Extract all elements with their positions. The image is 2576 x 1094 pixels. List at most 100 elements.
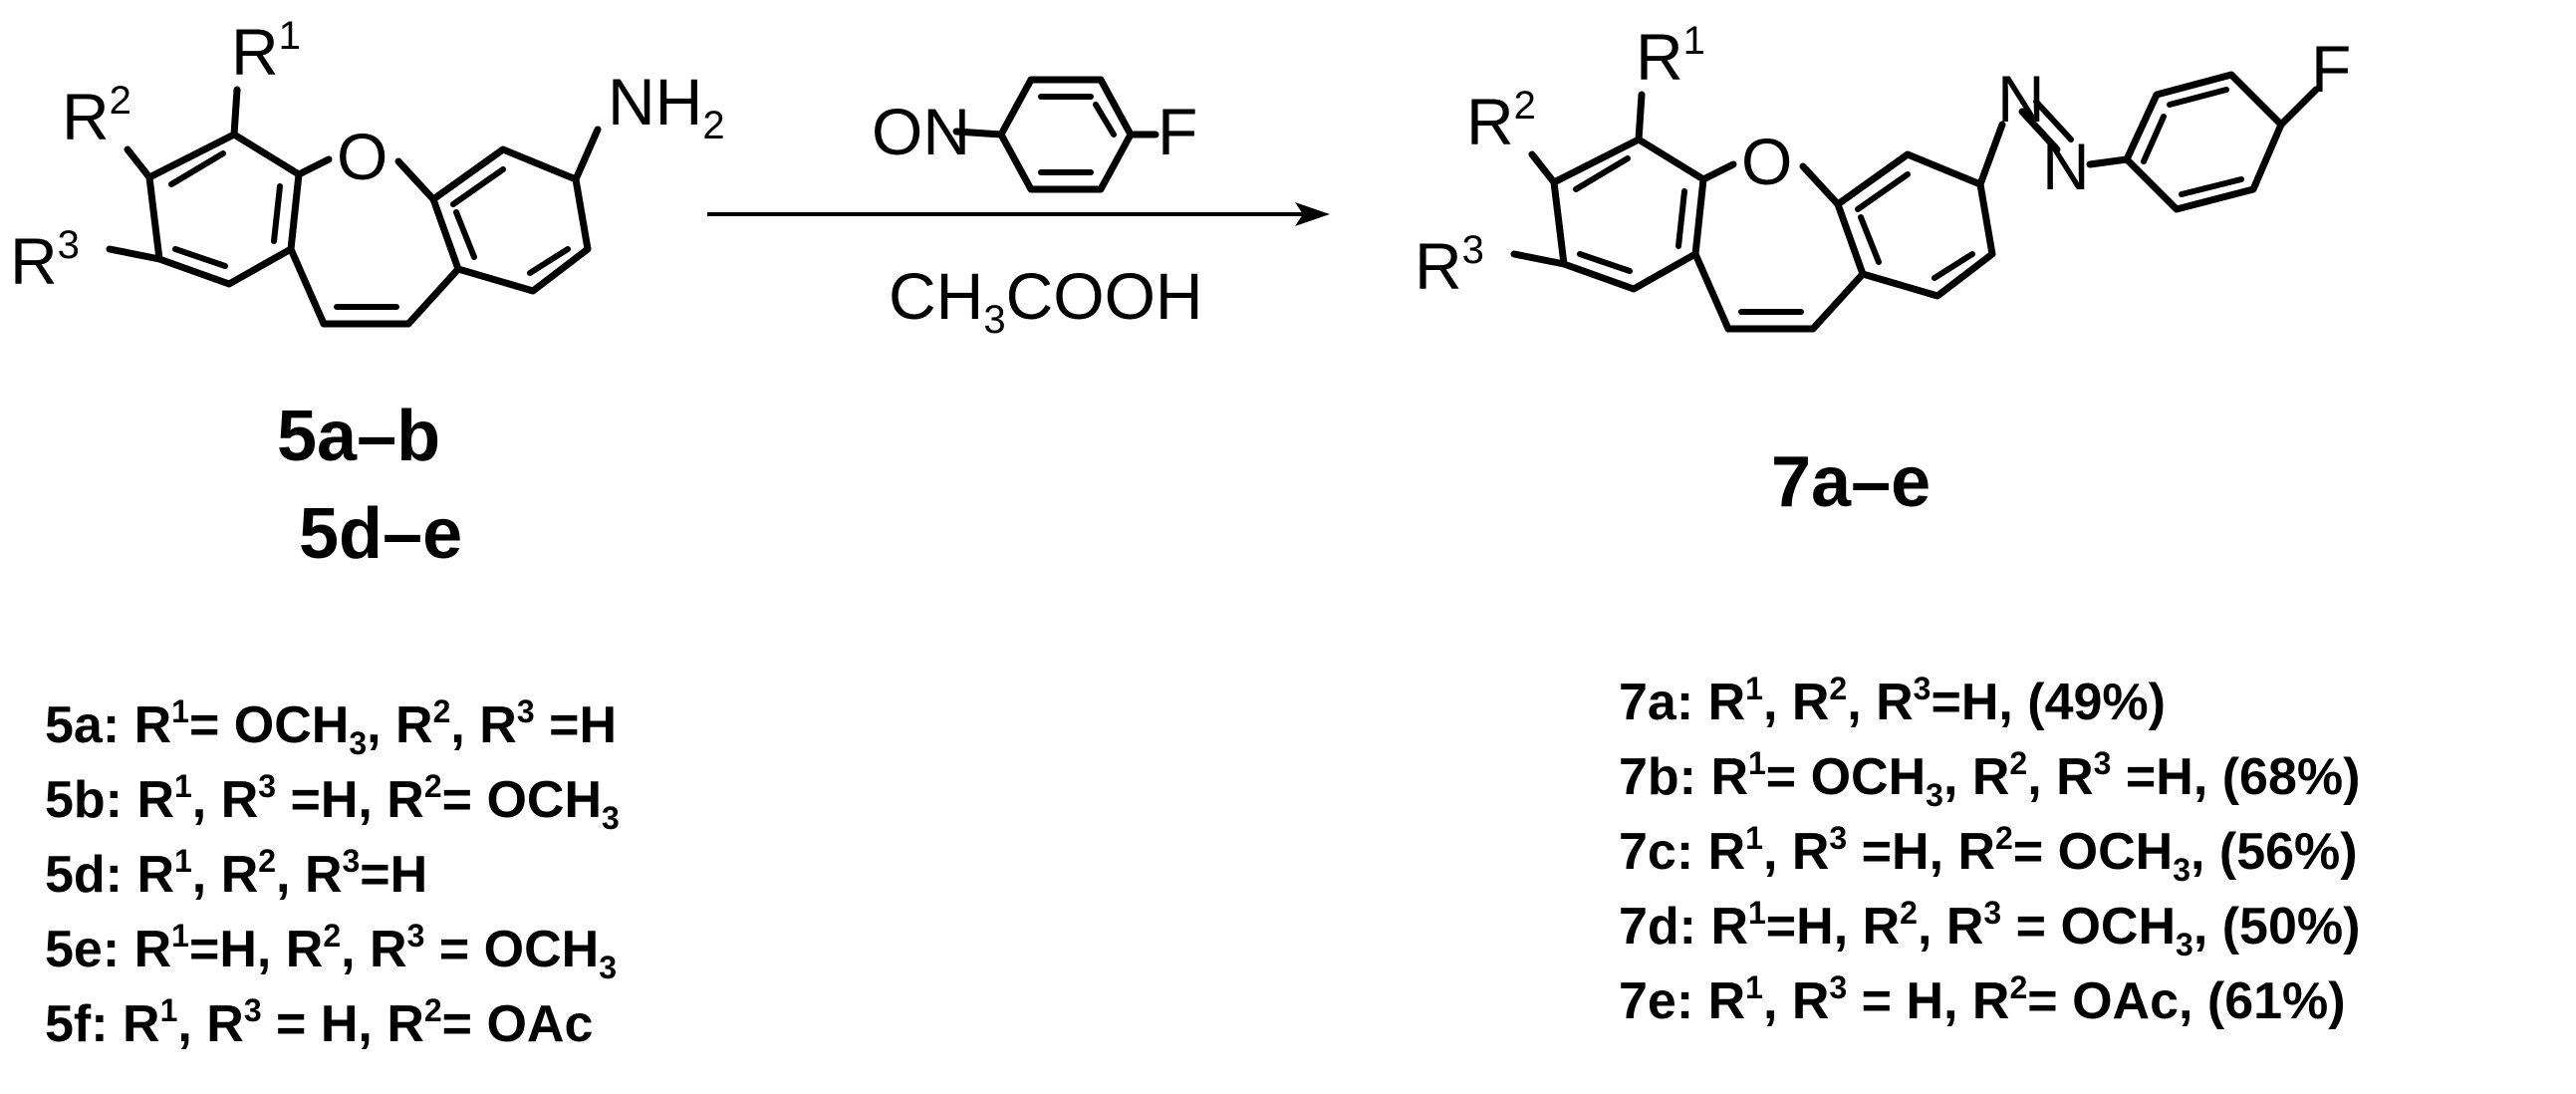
legend-7-line-3-seg-4: , R (1918, 898, 1983, 956)
legend-7-line-0-seg-0: 7a: R (1619, 674, 1745, 731)
legend-5-line-3-seg-2: =H, R (189, 921, 323, 978)
reactant-vinyl-left (287, 245, 328, 328)
reactant-left-ring-inner3 (271, 183, 283, 244)
product-f-label: F (2311, 32, 2351, 106)
reactant-right-ring-inner1 (450, 166, 506, 207)
product-r1-label: R1 (1636, 19, 1705, 94)
legend-7-line-3-seg-0: 7d: R (1619, 898, 1748, 956)
product-f-bond (2277, 86, 2320, 129)
legend-5-line-4-seg-1: 1 (160, 992, 178, 1028)
reactant-right-ring-inner2 (527, 246, 571, 276)
legend-5-line-2-seg-5: 3 (343, 843, 361, 879)
legend-5-line-0-seg-5: 2 (433, 693, 451, 729)
legend-5-line-3-seg-4: , R (341, 921, 406, 978)
legend-7-line-1: 7b: R1= OCH3, R2, R3 =H, (68%) (1619, 745, 2360, 813)
reagent-f-label: F (1158, 95, 1197, 168)
product-right-ring-inner2 (1932, 251, 1975, 281)
reactant-structure: R1 R2 R3 O NH2 (10, 14, 725, 328)
product-label: 7a–e (1771, 442, 1931, 522)
product-n2-bond (2086, 155, 2131, 168)
legend-7-line-3-seg-5: 3 (1983, 895, 2001, 931)
legend-7-substituents: 7a: R1, R2, R3=H, (49%)7b: R1= OCH3, R2,… (1619, 671, 2360, 1030)
product-vinyl-left (1691, 250, 1732, 333)
legend-7-line-1-seg-3: 3 (1926, 777, 1943, 813)
legend-5-line-1-seg-7: 3 (602, 800, 620, 836)
legend-5-line-1-seg-0: 5b: R (45, 771, 174, 829)
product-r2-bond (1528, 150, 1558, 186)
legend-5-line-0-seg-4: , R (367, 696, 432, 754)
legend-7-line-1-seg-0: 7b: R (1619, 748, 1748, 806)
legend-7-line-0-seg-6: =H, (49%) (1931, 674, 2166, 731)
legend-7-line-2-seg-0: 7c: R (1619, 823, 1745, 881)
legend-5-line-1-seg-4: =H, R (276, 771, 424, 829)
reactant-label-2: 5d–e (299, 494, 462, 574)
product-azo-double-2 (2033, 99, 2074, 142)
legend-5-line-3-seg-6: = OCH (424, 921, 599, 978)
reactant-left-ring-inner2 (172, 246, 228, 269)
legend-7-line-3-seg-2: =H, R (1766, 898, 1900, 956)
product-r2-label: R2 (1466, 84, 1536, 158)
legend-7-line-1-seg-4: , R (1943, 748, 2009, 806)
legend-5-line-2: 5d: R1, R2, R3=H (45, 843, 427, 904)
legend-5-line-4-seg-6: = OAc (442, 995, 594, 1053)
product-n1-label: N (1997, 62, 2045, 136)
reactant-r1-bond (230, 86, 241, 138)
reactant-r1-label: R1 (231, 14, 301, 89)
legend-5-line-2-seg-0: 5d: R (45, 846, 174, 904)
legend-5-line-3-seg-1: 1 (171, 918, 189, 954)
reactant-o-bond-right (394, 157, 437, 203)
legend-7-line-4-seg-1: 1 (1745, 969, 1763, 1005)
product-n2-label: N (2042, 130, 2090, 203)
legend-7-line-0-seg-1: 1 (1745, 671, 1763, 706)
legend-5-line-2-seg-6: =H (360, 846, 427, 904)
legend-5-line-3: 5e: R1=H, R2, R3 = OCH3 (45, 918, 617, 985)
product-right-ring-inner1 (1855, 171, 1911, 212)
legend-7-line-0: 7a: R1, R2, R3=H, (49%) (1619, 671, 2166, 731)
legend-5-line-4-seg-5: 2 (424, 992, 442, 1028)
reactant-left-ring-inner1 (168, 150, 226, 187)
legend-7-line-3-seg-3: 2 (1900, 895, 1918, 931)
legend-7-line-0-seg-2: , R (1763, 674, 1829, 731)
product-fluorophenyl-inner1 (2167, 87, 2229, 108)
legend-7-line-4-seg-3: 3 (1829, 969, 1847, 1005)
legend-7-line-1-seg-6: , R (2027, 748, 2093, 806)
legend-7-line-4-seg-5: 2 (2009, 969, 2027, 1005)
legend-7-line-3-seg-6: = OCH (2001, 898, 2176, 956)
legend-7-line-1-seg-5: 2 (2009, 745, 2027, 781)
legend-5-line-0-seg-8: =H (535, 696, 617, 754)
legend-7-line-3-seg-1: 1 (1748, 895, 1766, 931)
reagent-on-bond (952, 128, 1005, 138)
legend-5-line-0: 5a: R1= OCH3, R2, R3 =H (45, 693, 617, 761)
product-o-bond-right (1799, 162, 1842, 208)
legend-5-line-1-seg-1: 1 (174, 768, 192, 804)
reactant-right-ring-inner3 (453, 209, 477, 260)
legend-5-line-2-seg-2: , R (192, 846, 258, 904)
product-o-bond-left (1699, 160, 1737, 183)
legend-5-substituents: 5a: R1= OCH3, R2, R3 =H5b: R1, R3 =H, R2… (45, 693, 620, 1053)
reactant-r2-label: R2 (62, 79, 131, 153)
legend-7-line-2-seg-6: = OCH (2013, 823, 2173, 881)
legend-7-line-1-seg-8: =H, (68%) (2111, 748, 2360, 806)
legend-7-line-2-seg-4: =H, R (1847, 823, 1995, 881)
legend-5-line-4-seg-3: 3 (244, 992, 262, 1028)
legend-7-line-3: 7d: R1=H, R2, R3 = OCH3, (50%) (1619, 895, 2360, 962)
legend-5-line-4-seg-4: = H, R (262, 995, 424, 1053)
legend-5-line-0-seg-1: 1 (171, 693, 189, 729)
reactant-o-bond-left (295, 155, 333, 178)
legend-7-line-1-seg-7: 3 (2094, 745, 2112, 781)
legend-7-line-0-seg-4: , R (1847, 674, 1913, 731)
legend-7-line-4-seg-4: = H, R (1847, 972, 2009, 1030)
legend-5-line-0-seg-3: 3 (349, 725, 367, 761)
product-right-ring-inner3 (1858, 214, 1882, 265)
product-azo-double-1 (2018, 108, 2061, 153)
product-left-ring-inner1 (1573, 155, 1631, 192)
legend-7-line-1-seg-1: 1 (1748, 745, 1766, 781)
reactant-vinyl-right (404, 265, 462, 328)
product-r3-bond (1510, 250, 1568, 268)
legend-7-line-2-seg-1: 1 (1745, 820, 1763, 856)
legend-7-line-4-seg-6: = OAc, (61%) (2027, 972, 2345, 1030)
legend-5-line-0-seg-2: = OCH (189, 696, 349, 754)
legend-5-line-3-seg-3: 2 (323, 918, 341, 954)
product-vinyl-right (1809, 270, 1867, 333)
reactant-r3-bond (106, 245, 163, 263)
